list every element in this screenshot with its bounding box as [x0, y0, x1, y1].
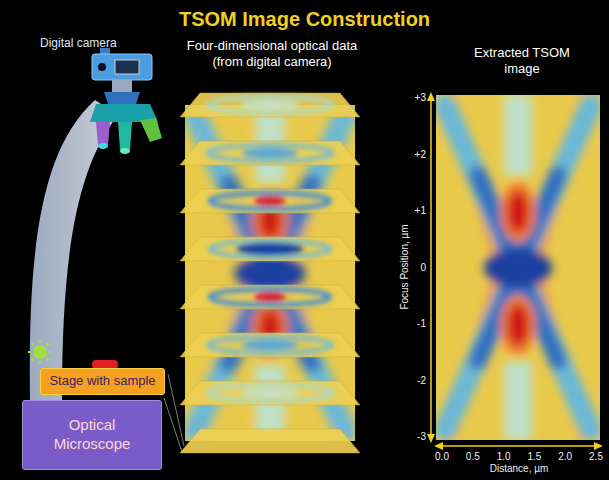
tick-label: +1: [415, 205, 426, 217]
microscope-base: Optical Microscope: [22, 400, 162, 470]
tick-label: 0.5: [466, 451, 480, 463]
node-text: Stage with sample: [49, 373, 155, 389]
tick-label: +3: [415, 92, 426, 104]
tick-label: -1: [417, 318, 426, 330]
tick-label: 2.0: [558, 451, 572, 463]
camera-label: Digital camera: [40, 36, 117, 50]
tick-label: 2.5: [589, 451, 603, 463]
tick-label: 0.0: [435, 451, 449, 463]
tick-label: 0: [420, 262, 426, 274]
tick-label: +2: [415, 149, 426, 161]
tick-label: 1.0: [497, 451, 511, 463]
tick-label: 1.5: [527, 451, 541, 463]
tick-label: -2: [417, 375, 426, 387]
stack-label: Four-dimensional optical data (from digi…: [177, 38, 367, 69]
axis-title: Distance, µm: [490, 463, 549, 475]
stage-box: Stage with sample: [40, 368, 165, 395]
axis-title: Focus Position, µm: [399, 224, 411, 309]
node-text: Optical Microscope: [31, 416, 153, 454]
image-label: Extracted TSOM image: [462, 45, 582, 76]
title: TSOM Image Construction: [0, 8, 609, 31]
tick-label: -3: [417, 431, 426, 443]
